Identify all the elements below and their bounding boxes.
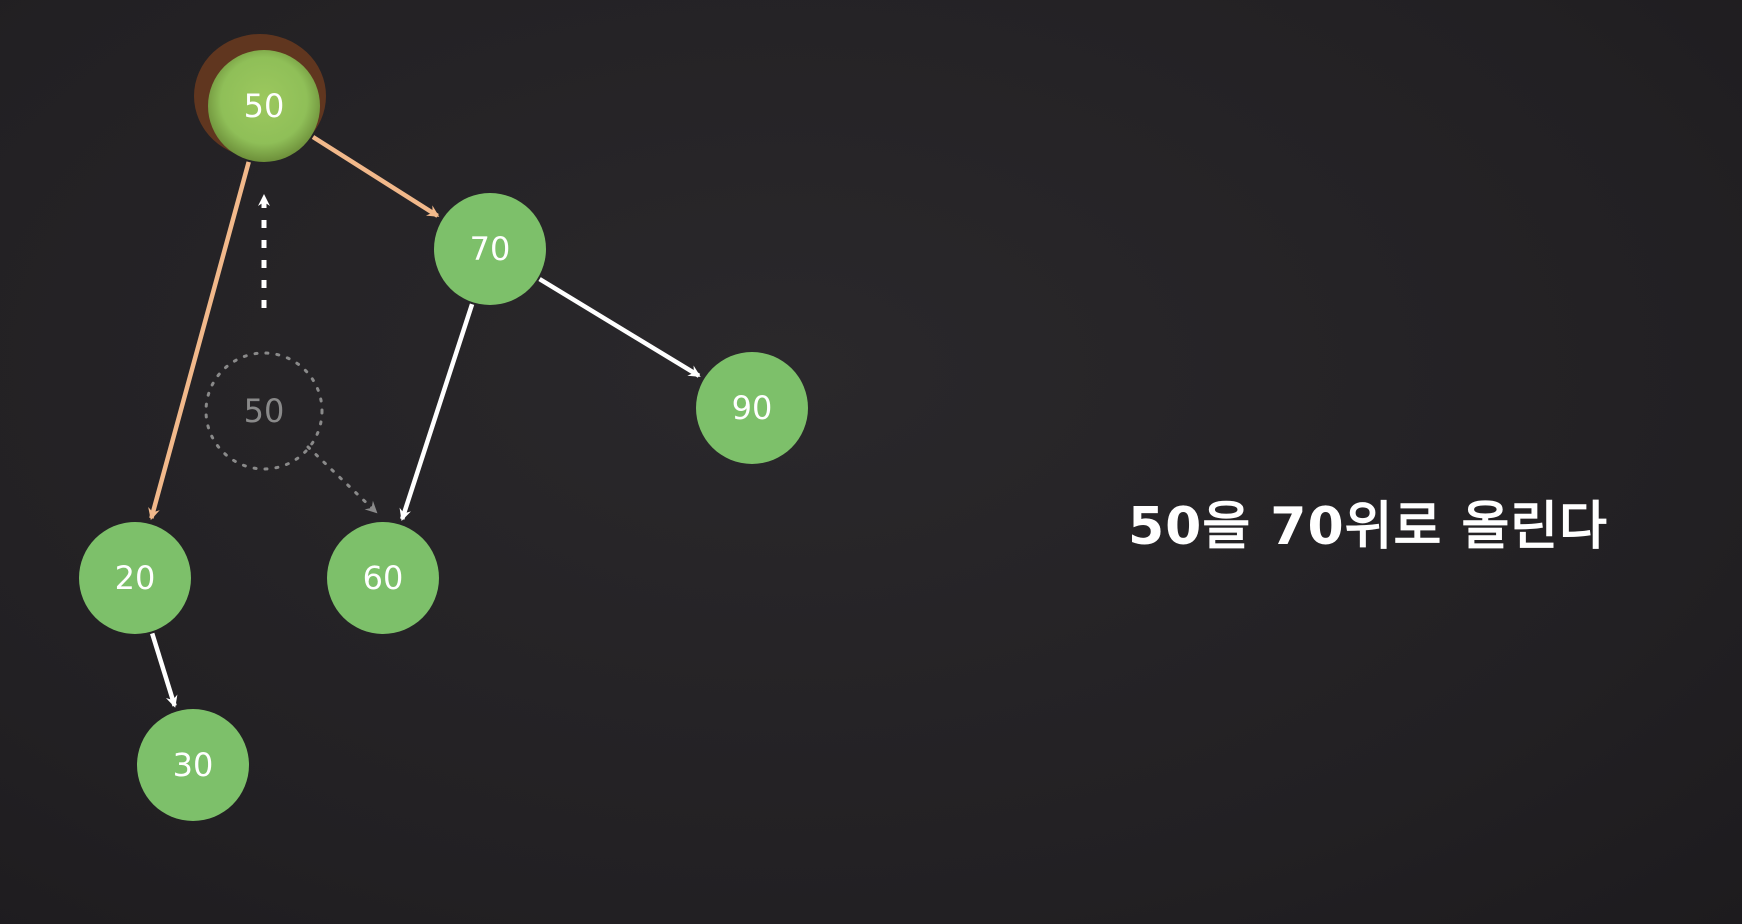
node-50: 50 xyxy=(194,34,326,162)
edge-20-30 xyxy=(150,632,178,708)
edge-70-60 xyxy=(399,303,475,521)
node-label-20: 20 xyxy=(115,559,156,597)
ghost-layer: 50 xyxy=(204,194,378,514)
node-90: 90 xyxy=(696,352,808,464)
node-circle-50 xyxy=(208,50,320,162)
node-label-50: 50 xyxy=(244,87,285,125)
node-30: 30 xyxy=(137,709,249,821)
nodes-layer: 50 70 90 20 60 30 xyxy=(79,34,808,821)
node-70: 70 xyxy=(434,193,546,305)
node-20: 20 xyxy=(79,522,191,634)
node-circle-20 xyxy=(79,522,191,634)
node-circle-60 xyxy=(327,522,439,634)
edge-50-70 xyxy=(311,135,440,218)
ghost-to-60-arrow xyxy=(306,445,378,514)
caption: 50을 70위로 올린다 xyxy=(1128,497,1608,557)
edges-layer xyxy=(148,135,701,708)
node-circle-90 xyxy=(696,352,808,464)
node-label-60: 60 xyxy=(363,559,404,597)
node-circle-30 xyxy=(137,709,249,821)
edge-50-20 xyxy=(148,161,251,521)
node-label-90: 90 xyxy=(732,389,773,427)
node-circle-70 xyxy=(434,193,546,305)
ghost-node xyxy=(204,351,324,471)
node-60: 60 xyxy=(327,522,439,634)
ghost-node-label: 50 xyxy=(244,392,285,430)
node-label-30: 30 xyxy=(173,746,214,784)
edge-70-90 xyxy=(538,277,701,378)
node-label-70: 70 xyxy=(470,230,511,268)
